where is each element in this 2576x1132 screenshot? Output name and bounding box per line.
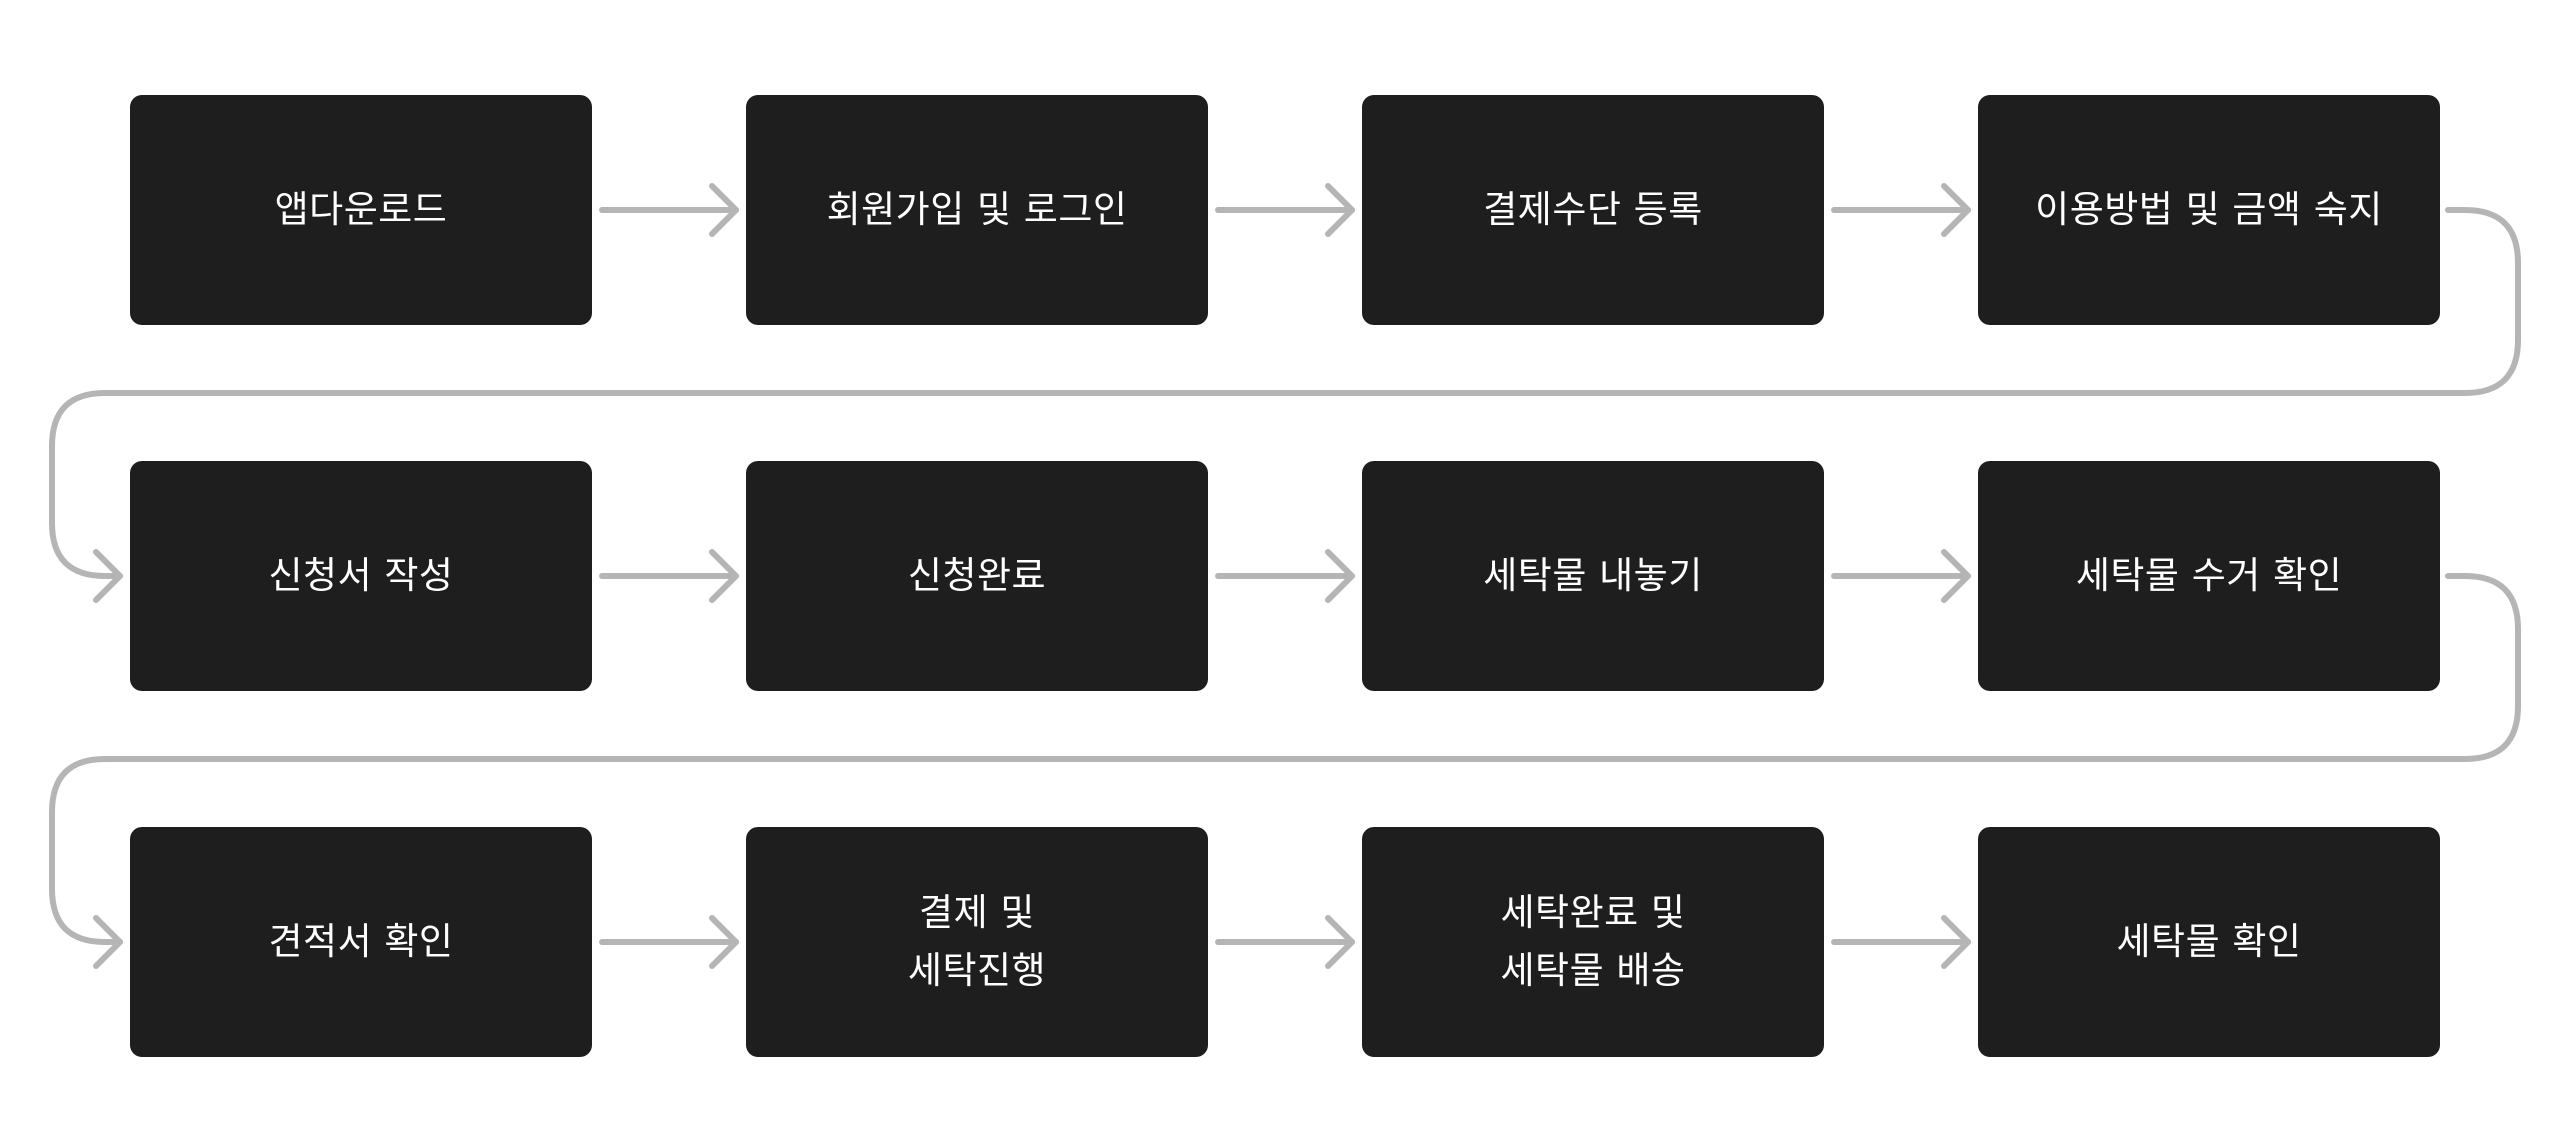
step-check-estimate: 견적서 확인 bbox=[130, 827, 592, 1057]
step-check-laundry: 세탁물 확인 bbox=[1978, 827, 2440, 1057]
step-learn-usage-and-pricing: 이용방법 및 금액 숙지 bbox=[1978, 95, 2440, 325]
step-app-download: 앱다운로드 bbox=[130, 95, 592, 325]
arrow-step5-to-step6 bbox=[599, 549, 739, 603]
arrow-step11-to-step12 bbox=[1831, 915, 1971, 969]
step-pay-and-wash: 결제 및 세탁진행 bbox=[746, 827, 1208, 1057]
step-wash-complete-delivery: 세탁완료 및 세탁물 배송 bbox=[1362, 827, 1824, 1057]
arrow-step1-to-step2 bbox=[599, 183, 739, 237]
arrow-step7-to-step8 bbox=[1831, 549, 1971, 603]
step-signup-login: 회원가입 및 로그인 bbox=[746, 95, 1208, 325]
wrap-connector-row1-to-row2 bbox=[49, 207, 2521, 603]
arrow-step10-to-step11 bbox=[1215, 915, 1355, 969]
step-put-out-laundry: 세탁물 내놓기 bbox=[1362, 461, 1824, 691]
arrow-step3-to-step4 bbox=[1831, 183, 1971, 237]
step-application-complete: 신청완료 bbox=[746, 461, 1208, 691]
arrow-step9-to-step10 bbox=[599, 915, 739, 969]
step-register-payment: 결제수단 등록 bbox=[1362, 95, 1824, 325]
step-confirm-pickup: 세탁물 수거 확인 bbox=[1978, 461, 2440, 691]
arrow-step6-to-step7 bbox=[1215, 549, 1355, 603]
step-write-application: 신청서 작성 bbox=[130, 461, 592, 691]
wrap-connector-row2-to-row3 bbox=[49, 573, 2521, 969]
arrow-step2-to-step3 bbox=[1215, 183, 1355, 237]
